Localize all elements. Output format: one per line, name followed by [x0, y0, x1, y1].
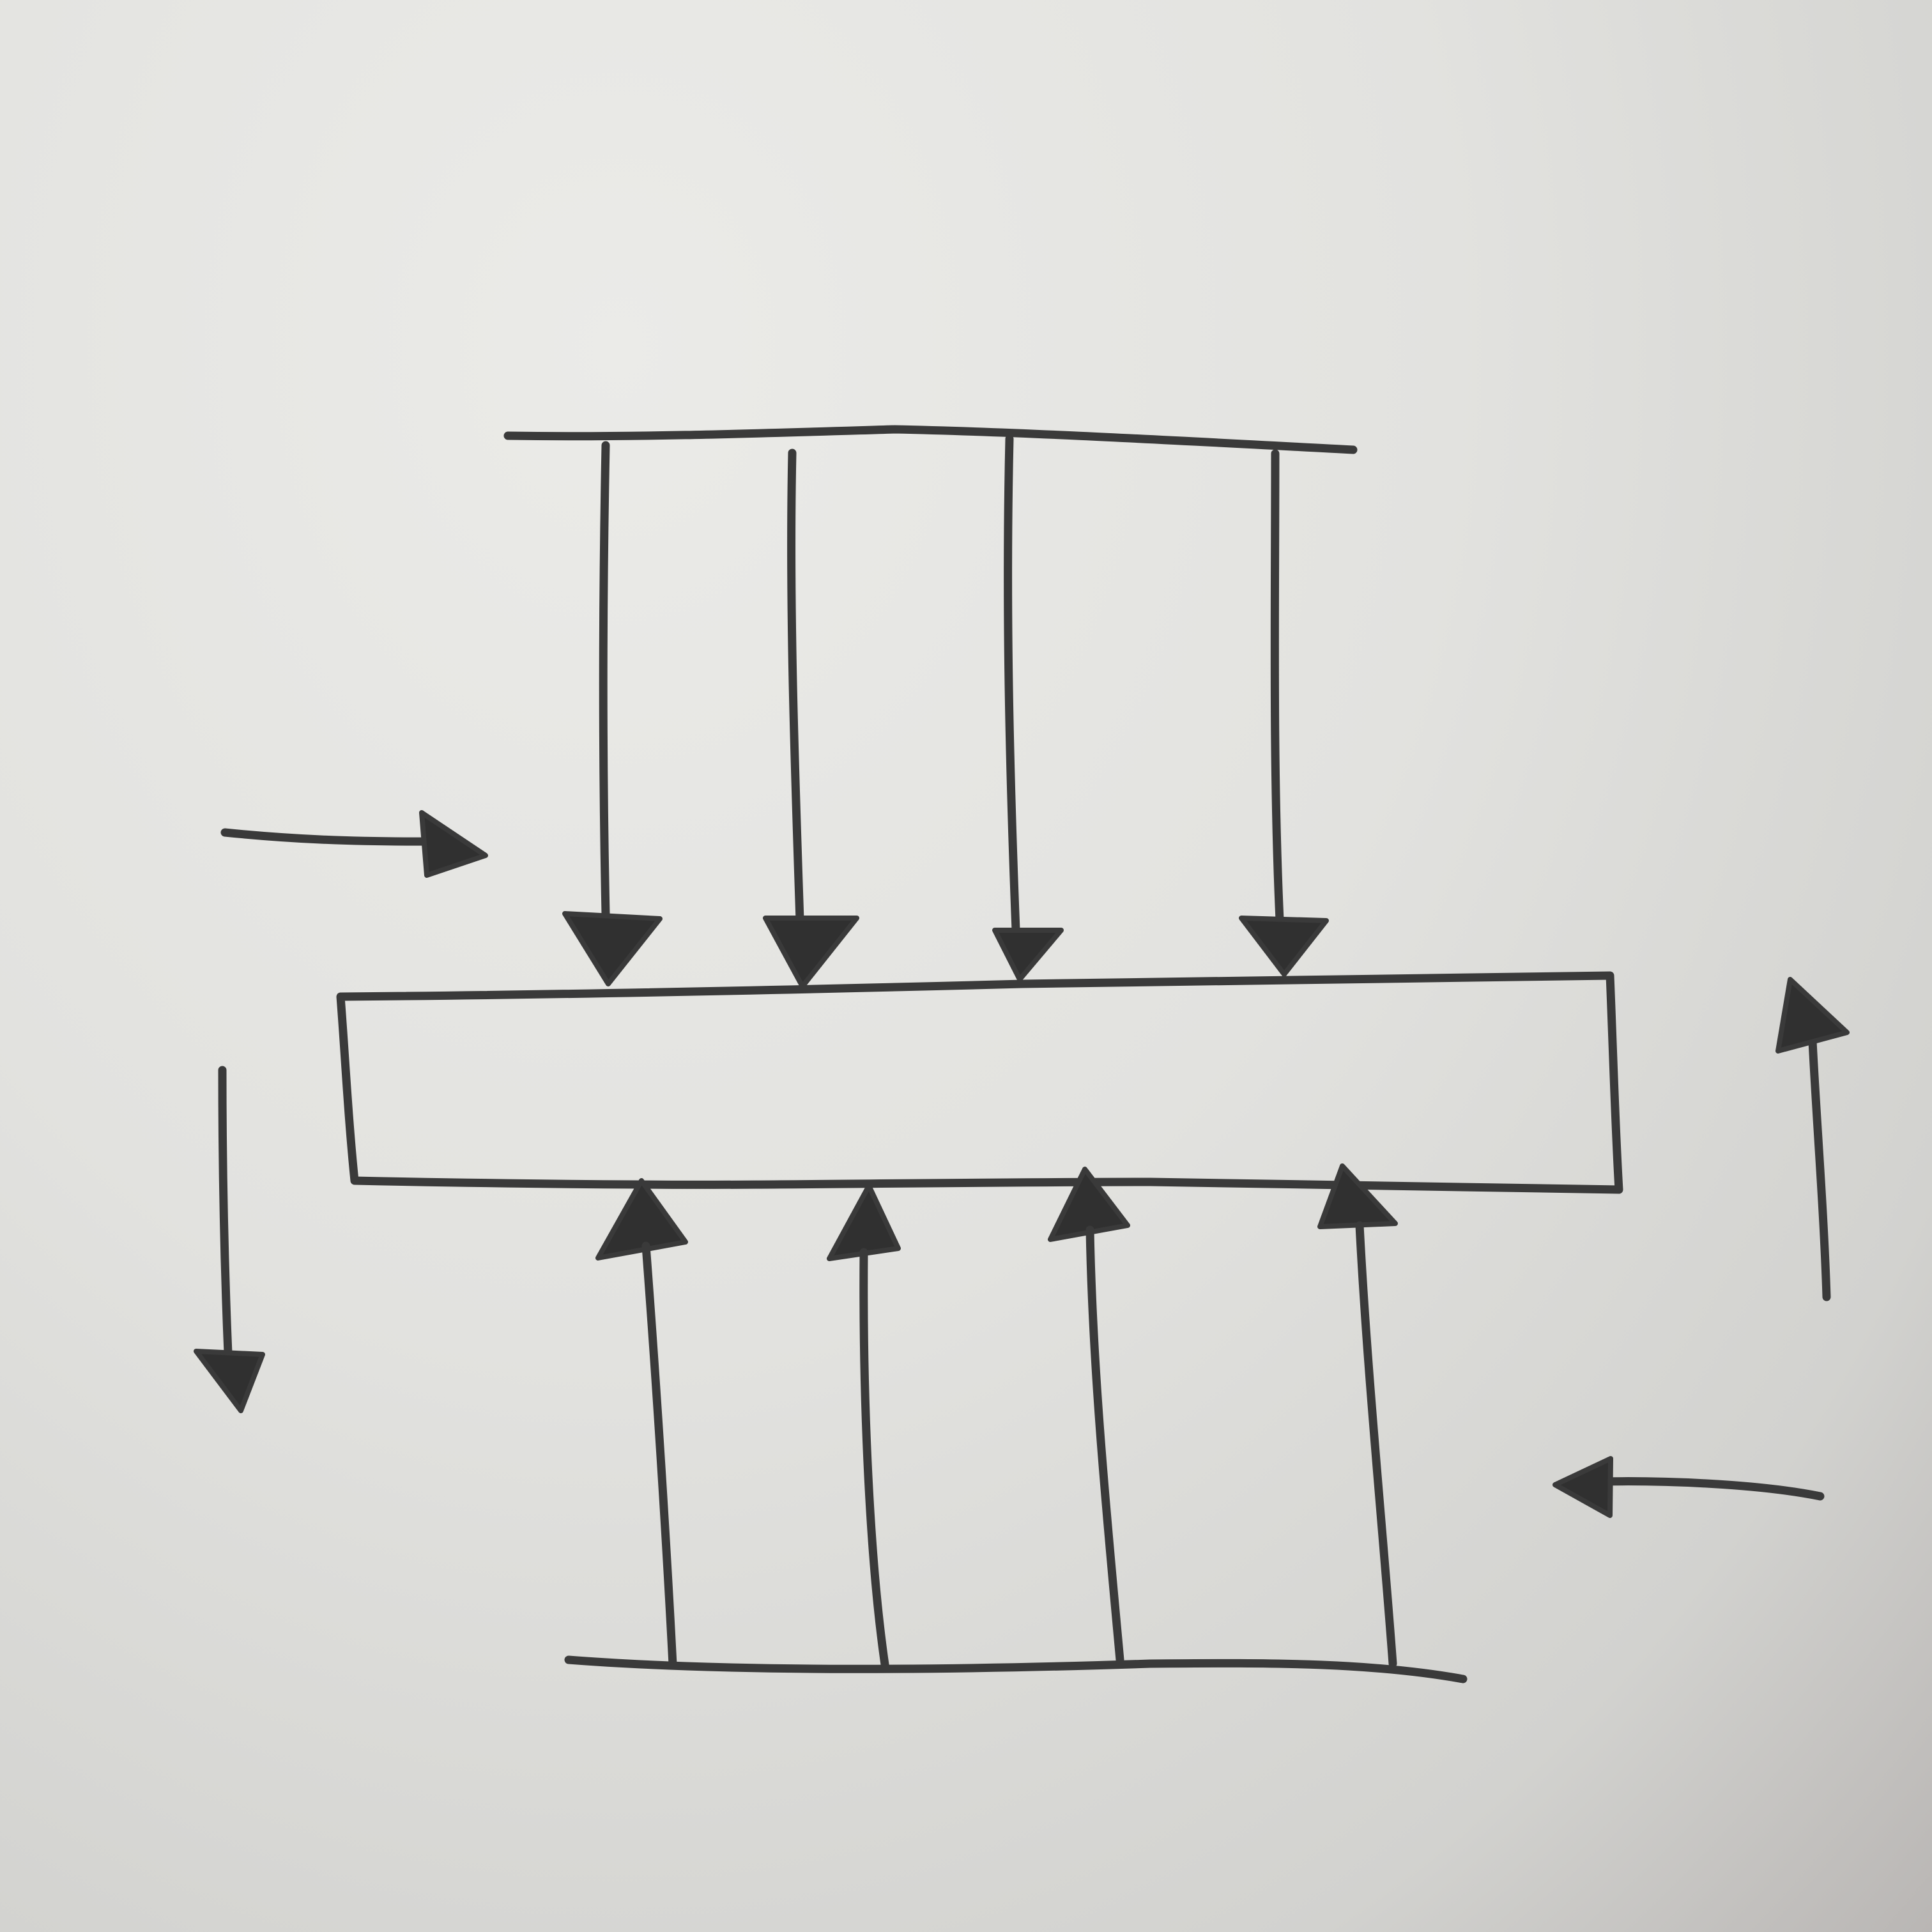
down-arrow: [763, 448, 859, 989]
top-load-bar: [503, 425, 1358, 454]
bottom-load-bar: [564, 1655, 1468, 1683]
up-arrow: [1048, 1167, 1130, 1664]
shear-arrow-upper-left: [220, 810, 488, 878]
down-arrow: [1239, 449, 1329, 977]
shear-arrow-lower-right: [1552, 1456, 1825, 1518]
shear-arrow-lower-left: [194, 1066, 265, 1413]
shear-arrow-upper-right: [1775, 977, 1850, 1301]
up-arrow: [1317, 1163, 1398, 1668]
up-arrow: [595, 1178, 688, 1669]
down-arrow: [562, 441, 663, 986]
stress-element-rectangle: [336, 971, 1623, 1194]
top-load-arrows: [562, 434, 1329, 989]
down-arrow: [992, 434, 1064, 982]
up-arrow: [827, 1183, 901, 1673]
bottom-load-arrows: [595, 1163, 1398, 1673]
